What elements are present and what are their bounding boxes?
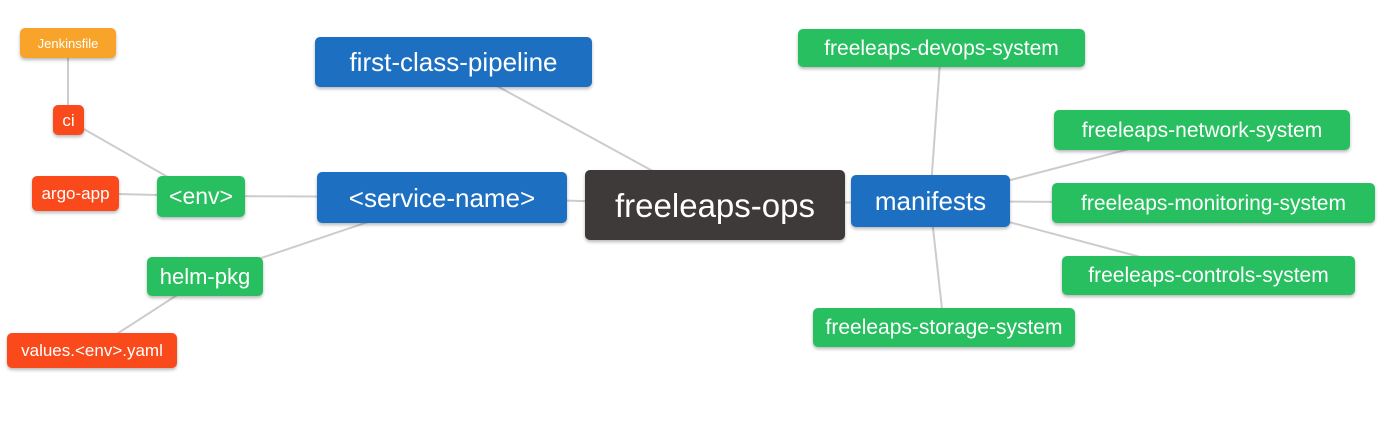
node-helm-pkg-label: helm-pkg — [159, 263, 251, 289]
node-helm-pkg[interactable]: helm-pkg — [147, 257, 263, 296]
node-freeleaps-ops-label: freeleaps-ops — [615, 186, 815, 224]
node-controls-system[interactable]: freeleaps-controls-system — [1062, 256, 1355, 295]
node-network-system-label: freeleaps-network-system — [1081, 118, 1323, 142]
node-freeleaps-ops[interactable]: freeleaps-ops — [585, 170, 845, 240]
node-network-system[interactable]: freeleaps-network-system — [1054, 110, 1350, 150]
node-ci-label: ci — [62, 110, 75, 130]
node-devops-system[interactable]: freeleaps-devops-system — [798, 29, 1085, 67]
node-first-class-pipeline-label: first-class-pipeline — [349, 47, 558, 77]
node-jenkinsfile[interactable]: Jenkinsfile — [20, 28, 116, 58]
node-devops-system-label: freeleaps-devops-system — [824, 36, 1059, 60]
node-storage-system-label: freeleaps-storage-system — [825, 316, 1063, 339]
node-jenkinsfile-label: Jenkinsfile — [37, 35, 99, 51]
node-ci[interactable]: ci — [53, 105, 84, 135]
node-controls-system-label: freeleaps-controls-system — [1088, 264, 1329, 287]
node-env[interactable]: <env> — [157, 176, 245, 217]
node-values-env-yaml-label: values.<env>.yaml — [21, 341, 163, 360]
node-env-label: <env> — [169, 183, 233, 209]
node-service-name[interactable]: <service-name> — [317, 172, 567, 223]
node-values-env-yaml[interactable]: values.<env>.yaml — [7, 333, 177, 368]
node-monitoring-system[interactable]: freeleaps-monitoring-system — [1052, 183, 1375, 223]
node-argo-app-label: argo-app — [41, 184, 110, 203]
node-first-class-pipeline[interactable]: first-class-pipeline — [315, 37, 592, 87]
node-monitoring-system-label: freeleaps-monitoring-system — [1081, 191, 1346, 215]
node-argo-app[interactable]: argo-app — [32, 176, 119, 211]
node-storage-system[interactable]: freeleaps-storage-system — [813, 308, 1075, 347]
node-service-name-label: <service-name> — [348, 182, 536, 213]
node-manifests[interactable]: manifests — [851, 175, 1010, 227]
node-manifests-label: manifests — [874, 186, 987, 216]
